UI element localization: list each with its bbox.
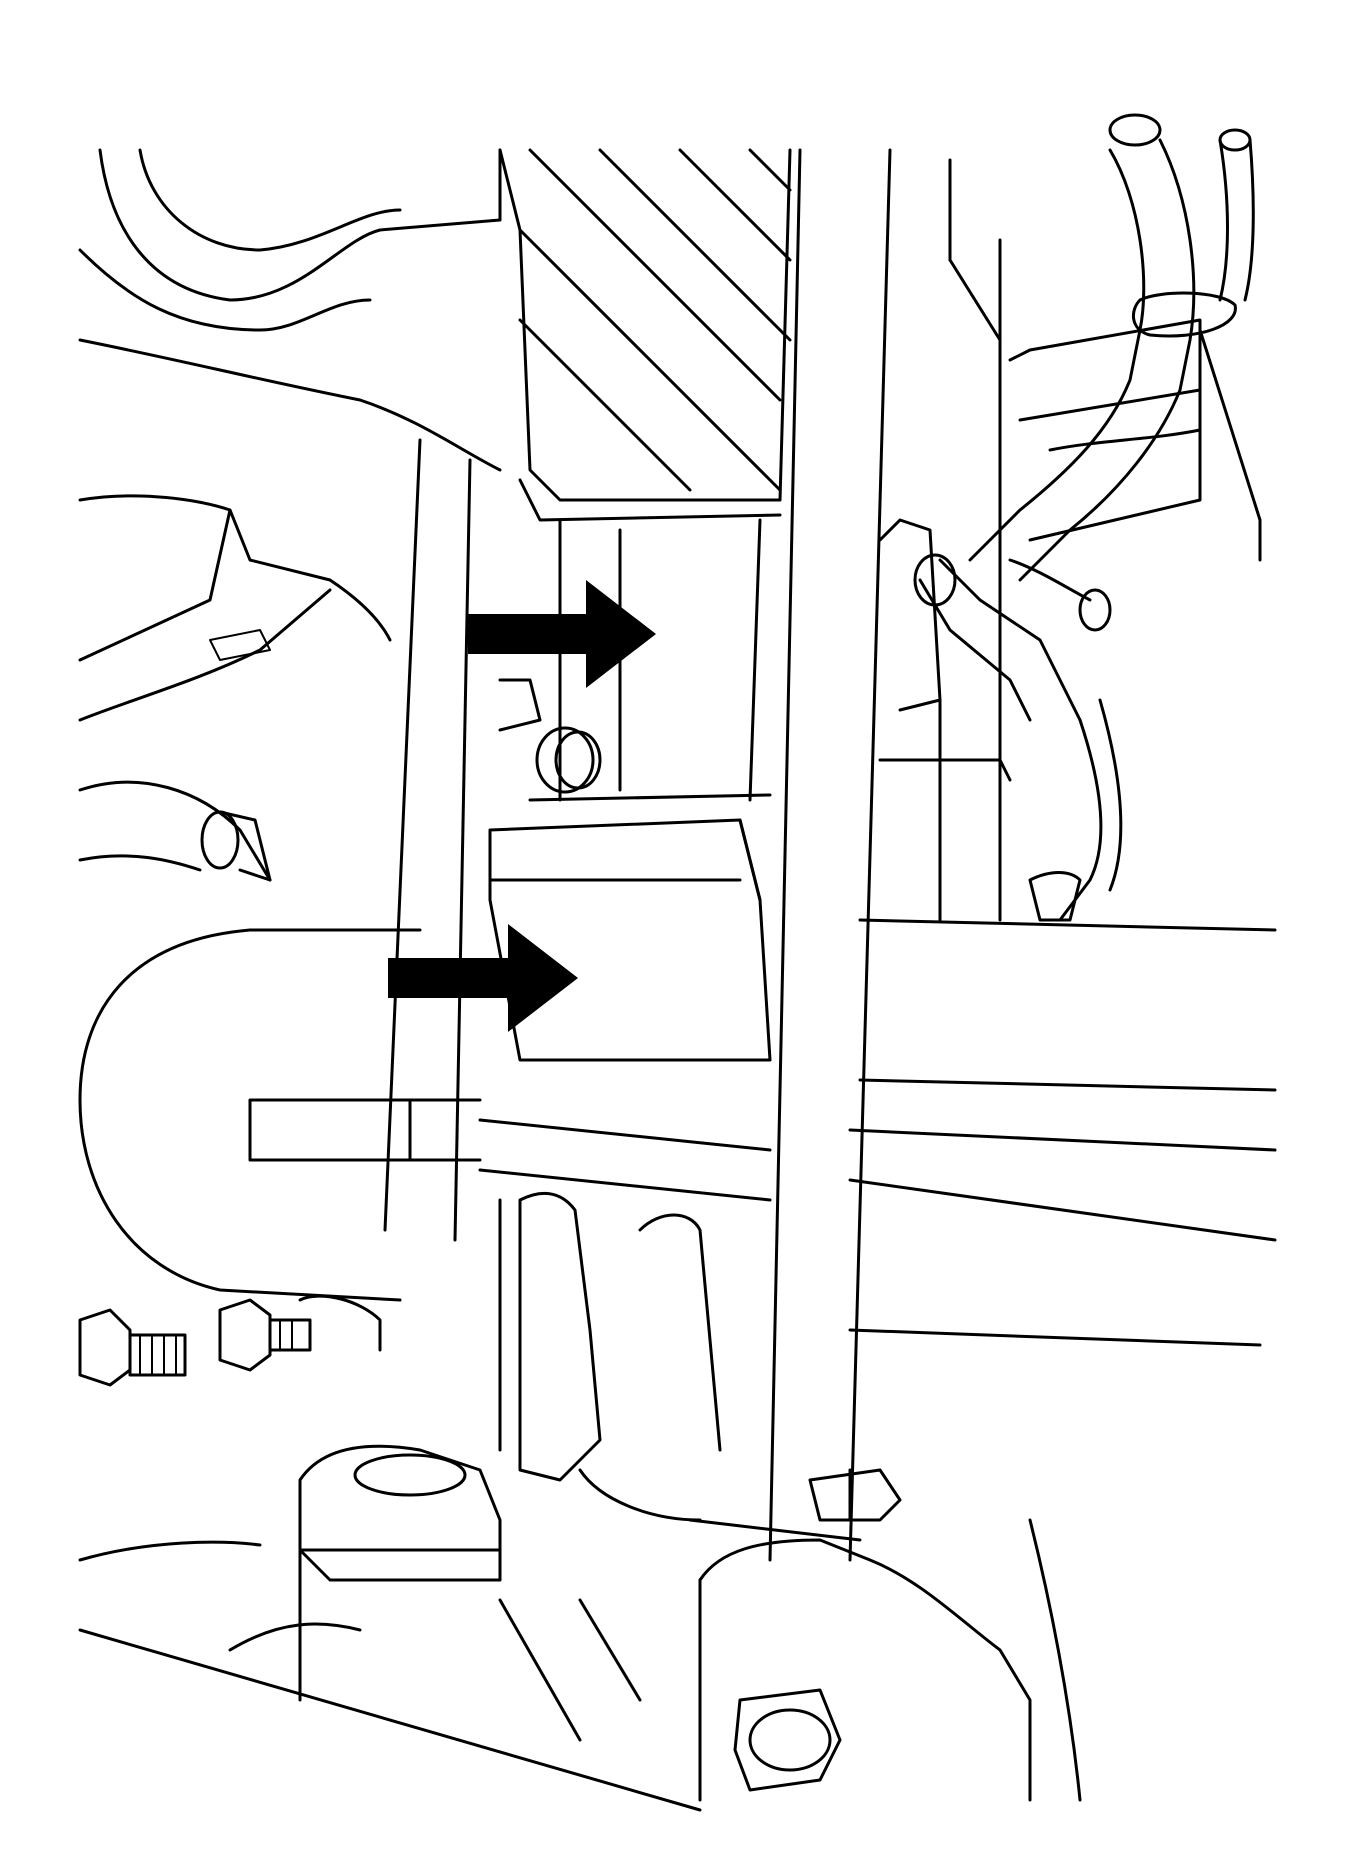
link-lower-end (698, 1468, 1032, 1802)
left-vertical-rod (383, 438, 472, 1242)
upper-body-structure (78, 148, 792, 502)
callout-arrow-lower (388, 924, 578, 1032)
bushing-bracket (488, 793, 772, 1062)
left-bracket (78, 494, 392, 882)
right-hoses (878, 113, 1262, 922)
callout-arrow-upper (468, 580, 656, 688)
stabilizer-link-rod (768, 148, 892, 1562)
left-studs (78, 1294, 382, 1387)
axle-housing (78, 918, 1277, 1347)
lower-mount-bracket (498, 1191, 862, 1542)
bottom-bushing (298, 1444, 502, 1702)
lower-frame (78, 1518, 1082, 1812)
